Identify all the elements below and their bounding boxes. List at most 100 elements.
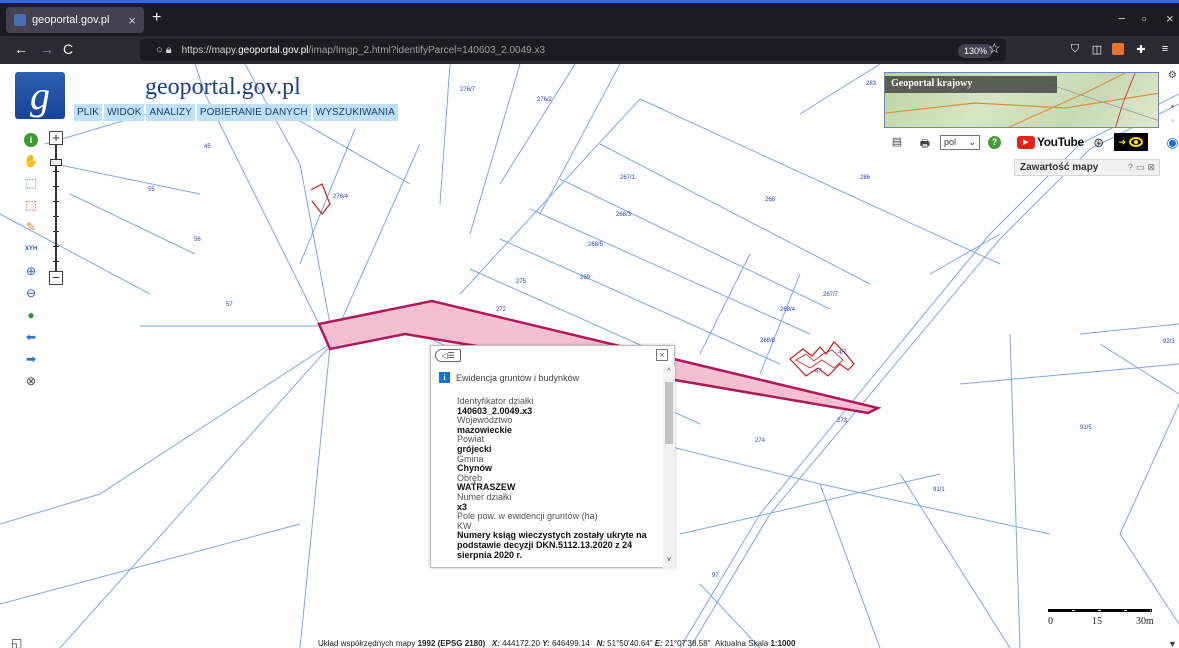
globe-icon[interactable]: ●: [27, 308, 35, 322]
compass-icon[interactable]: ⊗: [25, 374, 37, 388]
crs-name: 1992 (EPSG 2180): [417, 639, 486, 648]
side-eye-icon[interactable]: ◉: [1166, 134, 1179, 150]
back-button[interactable]: ←: [14, 41, 28, 57]
zoom-in-icon[interactable]: ⊕: [25, 264, 37, 278]
panel-help-button[interactable]: ?: [1127, 162, 1133, 172]
parcel-line: [699, 253, 751, 355]
n-label: N:: [596, 639, 605, 648]
scroll-up-icon[interactable]: ^: [667, 368, 671, 375]
scroll-thumb[interactable]: [665, 382, 673, 444]
zoom-plus-button[interactable]: +: [49, 131, 63, 145]
zoom-minus-button[interactable]: −: [49, 271, 63, 285]
scale-label: 15: [1092, 616, 1102, 627]
pencil-icon[interactable]: ✎: [25, 220, 37, 234]
field-label: Identyfikator działki: [457, 396, 534, 406]
language-select[interactable]: pol⌄: [940, 134, 980, 150]
extensions-puzzle-icon[interactable]: ✚: [1136, 44, 1146, 56]
popup-close-button[interactable]: ×: [656, 349, 668, 361]
zoom-tick: [53, 231, 59, 232]
parcel-label: 268: [765, 197, 776, 203]
popup-back-button[interactable]: ◁☰: [435, 349, 461, 362]
parcel-line: [679, 473, 941, 535]
pan-hand-icon[interactable]: ✋: [23, 154, 39, 168]
side-dot-icon[interactable]: •: [1171, 102, 1174, 111]
menu-analizy[interactable]: ANALIZY: [146, 104, 195, 121]
logo-glyph: g: [30, 73, 50, 118]
scale-label: 0: [1048, 616, 1053, 627]
parcel-label: 267/1: [620, 175, 636, 181]
parcel-label: 272: [496, 307, 507, 313]
popup-section-header[interactable]: i Ewidencja gruntów i budynków: [439, 372, 655, 383]
field-value: Numery ksiąg wieczystych zostały ukryte …: [457, 530, 647, 560]
close-window-button[interactable]: ×: [1166, 11, 1174, 26]
high-contrast-button[interactable]: ➜: [1113, 133, 1148, 151]
restore-window-button[interactable]: ▫: [1142, 11, 1147, 26]
youtube-link[interactable]: ▶ YouTube: [1017, 135, 1084, 149]
collapse-arrow-icon[interactable]: ▼: [1168, 639, 1177, 648]
close-tab-icon[interactable]: ×: [128, 12, 136, 28]
parcel-label: 275: [516, 279, 527, 285]
parcel-line: [799, 64, 881, 115]
extension-icon[interactable]: [1112, 43, 1124, 55]
expand-panel-icon[interactable]: ◱: [11, 636, 23, 648]
field-label: Pole pow. w ewidencji gruntów (ha): [457, 511, 598, 522]
side-dot-icon[interactable]: ◦: [1171, 116, 1174, 125]
panel-close-icon[interactable]: ⊠: [1147, 162, 1155, 172]
cadastral-map[interactable]: [0, 64, 1179, 648]
zoom-slider[interactable]: + −: [49, 131, 63, 289]
parcel-label: 91/1: [933, 487, 945, 493]
forward-button[interactable]: →: [40, 41, 54, 57]
panel-minimize-icon[interactable]: ▭: [1135, 162, 1145, 172]
xyh-tool-icon[interactable]: XYH: [24, 246, 38, 252]
print-icon[interactable]: 🖶︎: [919, 138, 931, 150]
scroll-down-icon[interactable]: v: [667, 556, 671, 563]
select-red-area-icon[interactable]: ⬚: [25, 198, 37, 212]
zoom-handle[interactable]: [50, 159, 62, 166]
scale-label: 30m: [1136, 616, 1154, 627]
overview-road: [1044, 82, 1158, 121]
menu-widok[interactable]: WIDOK: [104, 104, 145, 121]
menu-plik[interactable]: PLIK: [74, 104, 103, 121]
parcel-label: 276/4: [333, 194, 349, 200]
accessibility-icon[interactable]: ⊛: [1093, 135, 1105, 150]
zoom-track[interactable]: [55, 145, 57, 271]
settings-gear-icon[interactable]: ⚙: [1168, 70, 1177, 81]
address-bar[interactable]: ○ 🔒︎ https://mapy.geoportal.gov.pl/imap/…: [140, 39, 1006, 61]
legend-icon[interactable]: ▤: [891, 136, 903, 148]
parcel-label: 97: [712, 573, 719, 579]
reload-button[interactable]: C: [63, 41, 74, 57]
overview-map[interactable]: Geoportal krajowy: [884, 72, 1159, 128]
parcel-line: [819, 483, 881, 648]
new-tab-button[interactable]: +: [152, 9, 162, 26]
top-right-toolbar: ▤ 🖶︎ pol⌄ ? ▶ YouTube ⊛ ➜: [890, 130, 1148, 154]
scale-value: 1:1000: [770, 639, 796, 648]
map-canvas[interactable]: 276/7 276/2 276/4 55 56 57 45 267/1 268 …: [0, 64, 1179, 648]
parcel-line: [469, 64, 521, 235]
menu-wyszukiwania[interactable]: WYSZUKIWANIA: [312, 104, 398, 121]
e-value: 21°07'38.58": [665, 639, 711, 648]
x-label: X:: [491, 639, 500, 648]
field-value: grójecki: [457, 443, 492, 454]
pocket-icon[interactable]: ⛉: [1070, 43, 1080, 55]
bookmark-star-icon[interactable]: ☆: [988, 40, 1001, 56]
geoportal-logo[interactable]: g: [15, 72, 65, 119]
previous-view-arrow-icon[interactable]: ⬅: [25, 330, 37, 344]
popup-field-list: Identyfikator działki 140603_2.0049.x3 W…: [439, 396, 655, 560]
parcel-label: 276/2: [537, 97, 553, 103]
help-button[interactable]: ?: [988, 135, 1001, 149]
zoom-out-icon[interactable]: ⊖: [25, 286, 37, 300]
minimize-window-button[interactable]: −: [1118, 11, 1126, 26]
reader-view-icon[interactable]: ◫: [1091, 44, 1103, 56]
info-tool-icon[interactable]: i: [24, 133, 38, 147]
popup-scrollbar[interactable]: ^ v: [663, 366, 675, 569]
browser-tab[interactable]: geoportal.gov.pl ×: [6, 7, 144, 33]
overview-road: [1115, 73, 1136, 127]
zoom-level-badge[interactable]: 130%: [958, 44, 994, 58]
parcel-label: 47: [815, 369, 822, 375]
menu-pobieranie-danych[interactable]: POBIERANIE DANYCH: [196, 104, 311, 121]
hamburger-menu-icon[interactable]: ≡: [1161, 43, 1169, 55]
next-view-arrow-icon[interactable]: ➡: [25, 352, 37, 366]
select-area-icon[interactable]: ⬚: [25, 176, 37, 190]
map-contents-panel-header[interactable]: Zawartość mapy ? ▭ ⊠: [1014, 159, 1160, 176]
